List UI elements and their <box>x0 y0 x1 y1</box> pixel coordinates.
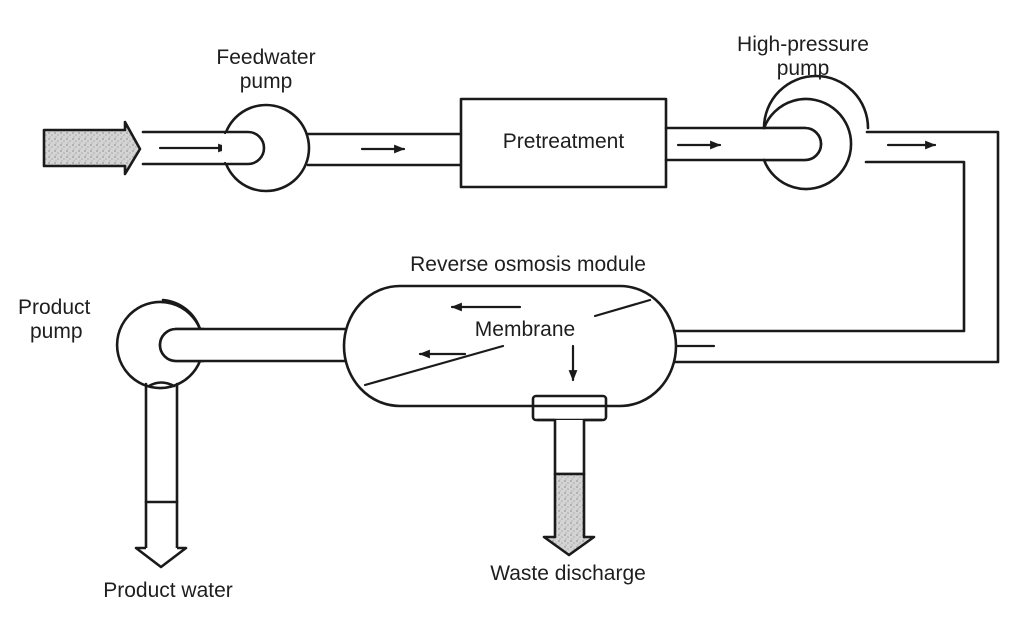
product-pump-label: Product pump <box>18 296 128 344</box>
product-water-label: Product water <box>103 579 233 602</box>
product-water-outlet <box>134 381 188 569</box>
feedwater-pump <box>221 103 311 193</box>
pretreatment-label: Pretreatment <box>502 130 625 153</box>
feedwater-pump-label-line1: Feedwater <box>216 46 316 69</box>
membrane-line-upper <box>593 298 652 318</box>
high-pressure-loop-pipe <box>646 130 1000 364</box>
feedwater-pump-label-line2: pump <box>239 70 293 93</box>
high-pressure-pump <box>762 74 870 191</box>
product-pump-label-line2: pump <box>30 320 83 343</box>
pipe-to-pretreatment <box>306 132 463 167</box>
ro-module-vessel <box>342 284 678 408</box>
membrane-line-lower <box>363 344 505 387</box>
product-pump <box>115 298 204 390</box>
ro-module-label: Reverse osmosis module <box>410 253 646 276</box>
high-pressure-pump-label-line2: pump <box>776 57 830 80</box>
feed-inlet-arrow-icon <box>42 120 142 176</box>
pretreatment-box <box>459 97 668 189</box>
membrane-label: Membrane <box>474 318 576 341</box>
high-pressure-pump-label: High-pressure pump <box>723 33 883 81</box>
product-pump-label-line1: Product <box>18 296 91 319</box>
feedwater-pump-label: Feedwater pump <box>196 46 336 94</box>
waste-discharge-label: Waste discharge <box>490 562 646 585</box>
high-pressure-pump-label-line1: High-pressure <box>737 33 869 56</box>
waste-discharge-outlet <box>531 394 608 557</box>
